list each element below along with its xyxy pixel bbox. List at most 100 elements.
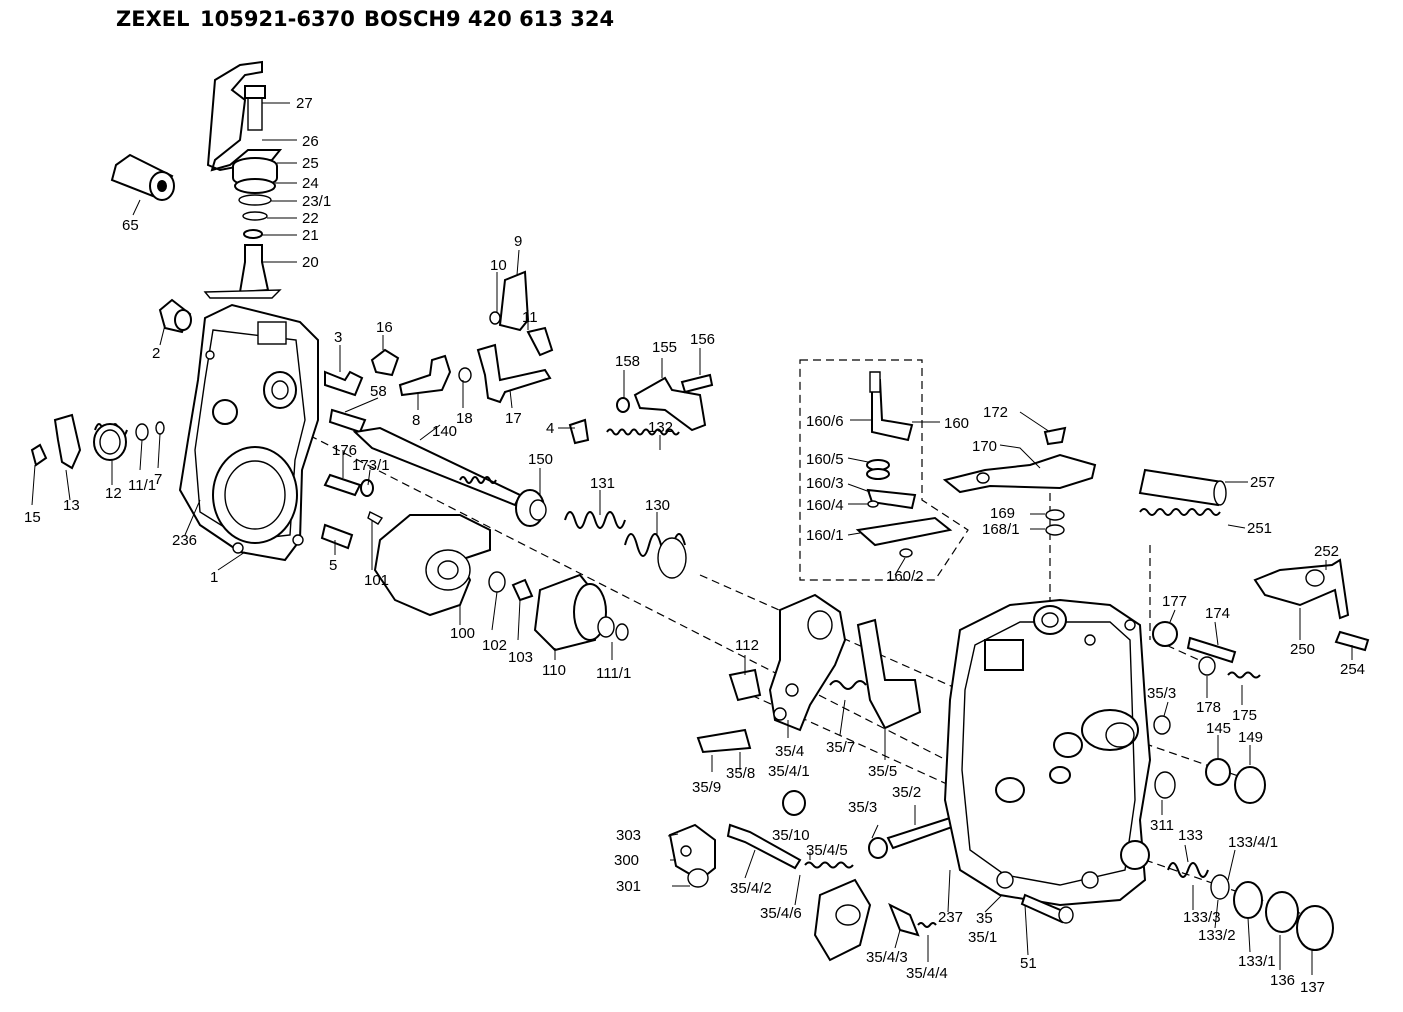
label-1: 1 — [210, 569, 218, 586]
assembly-axis-lines — [239, 399, 1321, 921]
label-160-3: 160/3 — [806, 475, 844, 492]
label-35-4-5: 35/4/5 — [806, 842, 848, 859]
label-301: 301 — [616, 878, 641, 895]
label-11: 11 — [522, 309, 538, 326]
label-35-4-1: 35/4/1 — [768, 763, 810, 780]
label-145: 145 — [1206, 720, 1231, 737]
label-133-4-1: 133/4/1 — [1228, 834, 1278, 851]
pump-housing-part-35 — [943, 598, 1152, 907]
label-131: 131 — [590, 475, 615, 492]
label-130: 130 — [645, 497, 670, 514]
parts-145-group — [1153, 715, 1266, 804]
label-35-4-3: 35/4/3 — [866, 949, 908, 966]
label-35-7: 35/7 — [826, 739, 855, 756]
header-brand-bosch: BOSCH — [364, 7, 446, 31]
label-27: 27 — [296, 95, 313, 112]
left-spring-stack — [30, 413, 165, 470]
label-35-9: 35/9 — [692, 779, 721, 796]
label-100: 100 — [450, 625, 475, 642]
label-178: 178 — [1196, 699, 1221, 716]
label-111-1: 111/1 — [596, 665, 631, 682]
label-5: 5 — [329, 557, 337, 574]
label-140: 140 — [432, 423, 457, 440]
label-24: 24 — [302, 175, 319, 192]
label-156: 156 — [690, 331, 715, 348]
label-15: 15 — [24, 509, 41, 526]
label-35-4-6: 35/4/6 — [760, 905, 802, 922]
label-257: 257 — [1250, 474, 1275, 491]
part-2-plug — [158, 298, 192, 334]
label-112: 112 — [735, 637, 759, 654]
label-16: 16 — [376, 319, 393, 336]
label-160: 160 — [944, 415, 969, 432]
pin-35-2 — [868, 816, 957, 859]
adjust-screw-set — [726, 823, 937, 962]
label-3: 3 — [334, 329, 342, 346]
label-26: 26 — [302, 133, 319, 150]
flyweight-assembly — [373, 514, 629, 652]
part-number-labels: 27 26 25 24 23/1 22 21 20 65 2 3 16 58 8… — [24, 95, 1365, 996]
label-11-1: 11/1 — [128, 477, 156, 494]
label-35: 35 — [976, 910, 993, 927]
label-160-5: 160/5 — [806, 451, 844, 468]
label-35-4: 35/4 — [775, 743, 804, 760]
label-172: 172 — [983, 404, 1008, 421]
label-150: 150 — [528, 451, 553, 468]
label-10: 10 — [490, 257, 507, 274]
label-168-1: 168/1 — [982, 521, 1020, 538]
label-8: 8 — [412, 412, 420, 429]
header-bosch-number: 9 420 613 324 — [446, 7, 614, 31]
label-160-1: 160/1 — [806, 527, 844, 544]
label-174: 174 — [1205, 605, 1230, 622]
label-4: 4 — [546, 420, 554, 437]
label-9: 9 — [514, 233, 522, 250]
label-17: 17 — [505, 410, 522, 427]
label-35-4-2: 35/4/2 — [730, 880, 772, 897]
label-21: 21 — [302, 227, 319, 244]
parts-133-group — [1167, 862, 1334, 951]
label-35-5: 35/5 — [868, 763, 897, 780]
label-303: 303 — [616, 827, 641, 844]
label-254: 254 — [1340, 661, 1365, 678]
label-155: 155 — [652, 339, 677, 356]
label-236: 236 — [172, 532, 197, 549]
label-176: 176 — [332, 442, 357, 459]
label-7: 7 — [154, 471, 162, 488]
governor-lever-assembly — [696, 593, 922, 754]
label-251: 251 — [1247, 520, 1272, 537]
parts-174-group — [1152, 621, 1261, 679]
label-252: 252 — [1314, 543, 1339, 560]
label-173-1: 173/1 — [352, 457, 390, 474]
label-110: 110 — [542, 662, 566, 679]
label-160-4: 160/4 — [806, 497, 844, 514]
top-lever-assembly — [203, 60, 283, 299]
label-300: 300 — [614, 852, 639, 869]
label-103: 103 — [508, 649, 533, 666]
label-35-3-lower: 35/3 — [848, 799, 877, 816]
leader-lines — [31, 102, 1353, 975]
label-51: 51 — [1020, 955, 1037, 972]
label-137: 137 — [1300, 979, 1325, 996]
header-zexel-number: 105921-6370 — [200, 7, 355, 31]
label-13: 13 — [63, 497, 80, 514]
label-23-1: 23/1 — [302, 193, 331, 210]
label-101: 101 — [364, 572, 389, 589]
label-35-10: 35/10 — [772, 827, 810, 844]
label-35-2: 35/2 — [892, 784, 921, 801]
label-237: 237 — [938, 909, 963, 926]
label-133-2: 133/2 — [1198, 927, 1236, 944]
label-169: 169 — [990, 505, 1015, 522]
label-18: 18 — [456, 410, 473, 427]
label-133: 133 — [1178, 827, 1203, 844]
label-158: 158 — [615, 353, 640, 370]
label-149: 149 — [1238, 729, 1263, 746]
label-22: 22 — [302, 210, 319, 227]
parts-35-4-1-and-35-10 — [782, 790, 806, 816]
label-2: 2 — [152, 345, 160, 362]
label-35-1: 35/1 — [968, 929, 997, 946]
label-311: 311 — [1150, 817, 1174, 834]
label-160-2: 160/2 — [886, 568, 924, 585]
diagram-header: ZEXEL 105921-6370 BOSCH 9 420 613 324 — [116, 7, 614, 31]
part-51-bolt — [1020, 893, 1074, 924]
